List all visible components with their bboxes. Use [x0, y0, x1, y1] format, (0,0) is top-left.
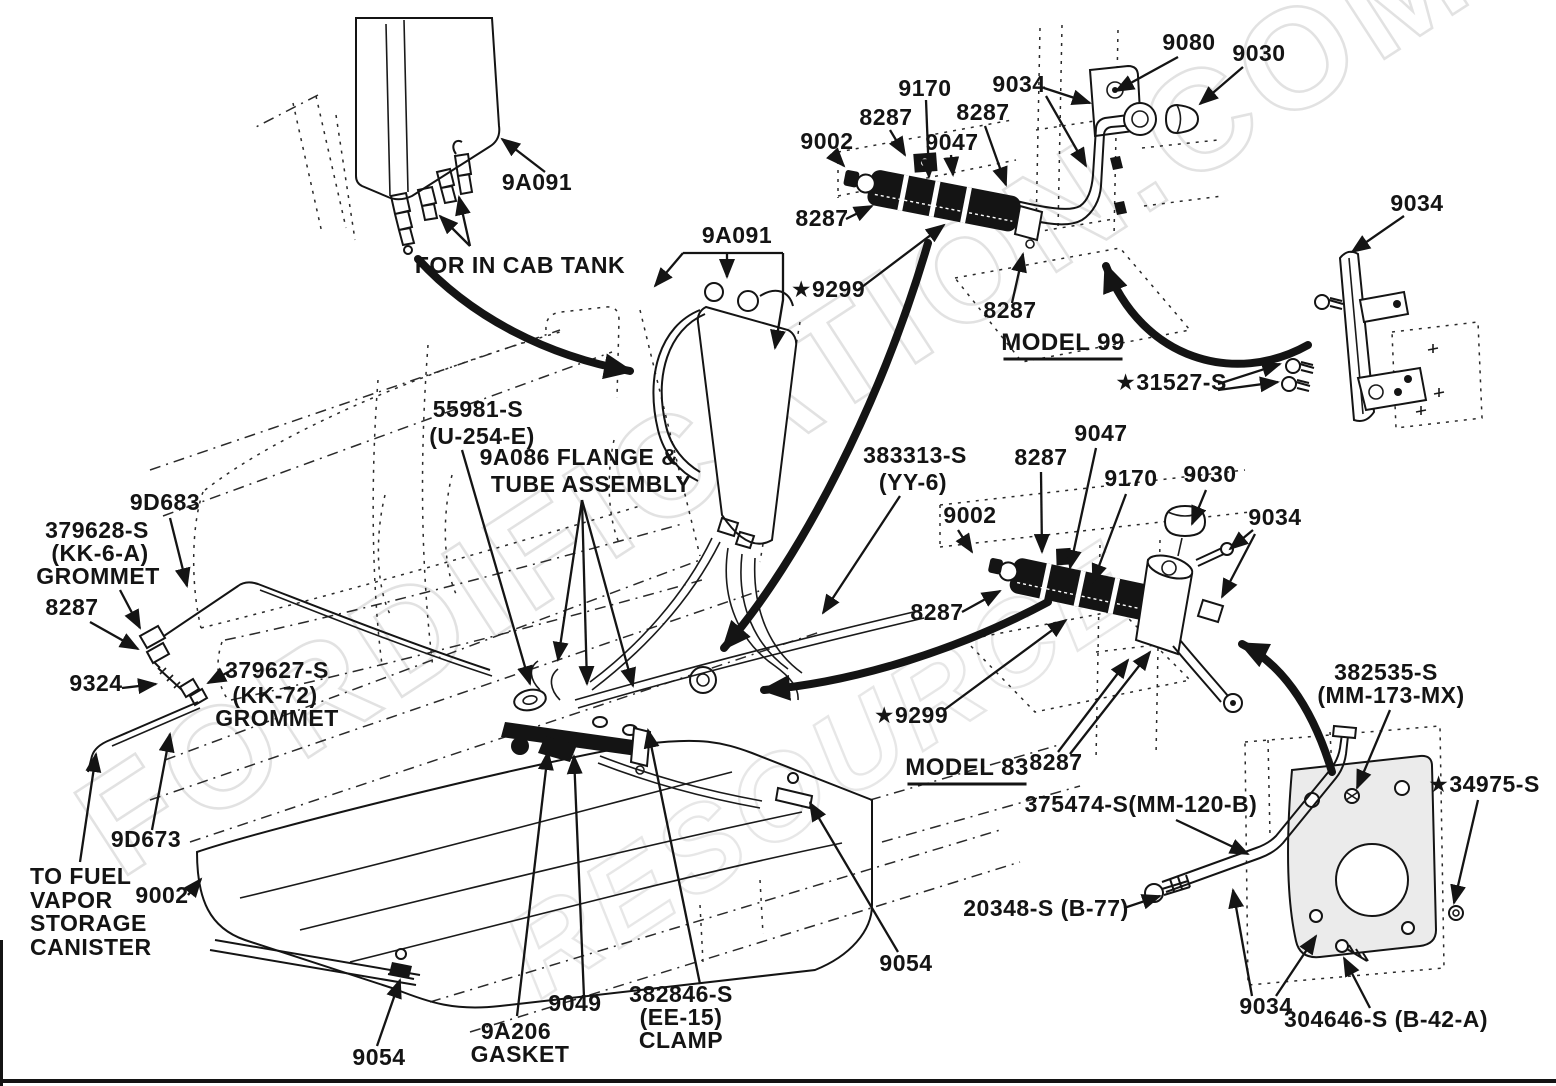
part-label-9299-model99: ★9299 — [791, 276, 865, 302]
part-label-9170-m99: 9170 — [898, 75, 951, 101]
part-label-9d683: 9D683 — [130, 489, 200, 515]
part-label-8287-m99-a: 8287 — [859, 104, 912, 130]
part-label-9170-m83: 9170 — [1104, 465, 1157, 491]
part-label-9a091-canister: 9A091 — [702, 222, 772, 248]
part-label-9054-left: 9054 — [352, 1044, 405, 1070]
part-label-382535-s: 382535-S — [1334, 659, 1438, 685]
part-label-8287-m99-left: 8287 — [795, 205, 848, 231]
part-label-8287-m83-left: 8287 — [910, 599, 963, 625]
part-label-8287-m99-bottom: 8287 — [983, 297, 1036, 323]
part-label-382846-s: 382846-S — [629, 981, 733, 1007]
leader-arrows — [78, 55, 1480, 1047]
part-label-canister: CANISTER — [30, 934, 152, 960]
part-label-304646-s: 304646-S (B-42-A) — [1284, 1006, 1488, 1032]
part-label-383313-s: 383313-S — [863, 442, 967, 468]
frame-bracket-art — [1281, 250, 1428, 422]
part-label-9d673: 9D673 — [111, 826, 181, 852]
part-label-clamp: CLAMP — [639, 1027, 723, 1053]
part-label-grommet-2: GROMMET — [215, 705, 339, 731]
part-label-9030-m83: 9030 — [1183, 461, 1236, 487]
part-label-9034-m83: 9034 — [1248, 504, 1301, 530]
part-label-8287-m83-bottom: 8287 — [1029, 749, 1082, 775]
part-label-9a091-cab-tank: 9A091 — [502, 169, 572, 195]
part-label-9034-bracket-right: 9034 — [1390, 190, 1443, 216]
part-label-9299-model83: ★9299 — [874, 702, 948, 728]
part-label-9047-m99: 9047 — [925, 129, 978, 155]
part-label-9034-m99: 9034 — [992, 71, 1045, 97]
part-label-model-99: MODEL 99 — [1001, 329, 1125, 356]
part-label-8287-m99-b: 8287 — [956, 99, 1009, 125]
part-label-9324: 9324 — [69, 670, 122, 696]
part-label-9002-model99: 9002 — [800, 128, 853, 154]
part-label-34975-s: ★34975-S — [1428, 771, 1540, 797]
skid-plate-assembly-art — [1144, 724, 1464, 962]
page-border — [0, 940, 1556, 1086]
part-label-9002-model83: 9002 — [943, 502, 996, 528]
part-label-20348-s: 20348-S (B-77) — [963, 895, 1129, 921]
model83-assembly-art — [988, 504, 1243, 713]
part-label-379627-s: 379627-S — [225, 657, 329, 683]
part-label-31527-s: ★31527-S — [1115, 369, 1227, 395]
part-label-kk-72: (KK-72) — [232, 682, 317, 708]
part-label-8287-left: 8287 — [45, 594, 98, 620]
routing-arrows — [414, 239, 1336, 776]
part-label-9a086-line2: TUBE ASSEMBLY — [491, 471, 691, 497]
part-label-mm-173-mx: (MM-173-MX) — [1317, 682, 1464, 708]
part-label-9054-right: 9054 — [879, 950, 932, 976]
part-label-yy-6: (YY-6) — [879, 469, 947, 495]
part-label-9047-m83: 9047 — [1074, 420, 1127, 446]
part-label-375474-s: 375474-S(MM-120-B) — [1025, 791, 1258, 817]
part-label-55981-s: 55981-S — [433, 396, 523, 422]
part-label-9030-m99: 9030 — [1232, 40, 1285, 66]
part-label-9049: 9049 — [548, 990, 601, 1016]
part-label-grommet-1: GROMMET — [36, 563, 160, 589]
part-label-9034-bottom: 9034 — [1239, 993, 1292, 1019]
part-label-model-83: MODEL 83 — [905, 754, 1029, 781]
part-label-9002-tank: 9002 — [135, 882, 188, 908]
part-label-to-fuel: TO FUEL — [30, 863, 131, 889]
part-label-ee-15: (EE-15) — [640, 1004, 723, 1030]
part-label-8287-m83-a: 8287 — [1014, 444, 1067, 470]
part-label-vapor: VAPOR — [30, 887, 113, 913]
part-label-kk-6-a: (KK-6-A) — [51, 540, 148, 566]
part-label-9080-m99: 9080 — [1162, 29, 1215, 55]
in-cab-tank-art — [355, 17, 501, 255]
canister-assembly-art — [589, 282, 803, 701]
part-label-gasket: GASKET — [471, 1041, 570, 1067]
part-label-storage: STORAGE — [30, 910, 147, 936]
part-label-9a206: 9A206 — [481, 1018, 551, 1044]
part-label-u-254-e: (U-254-E) — [429, 423, 534, 449]
part-label-for-in-cab-tank: FOR IN CAB TANK — [415, 252, 625, 278]
part-label-9a086-line1: 9A086 FLANGE & — [480, 444, 679, 470]
part-label-379628-s: 379628-S — [45, 517, 149, 543]
